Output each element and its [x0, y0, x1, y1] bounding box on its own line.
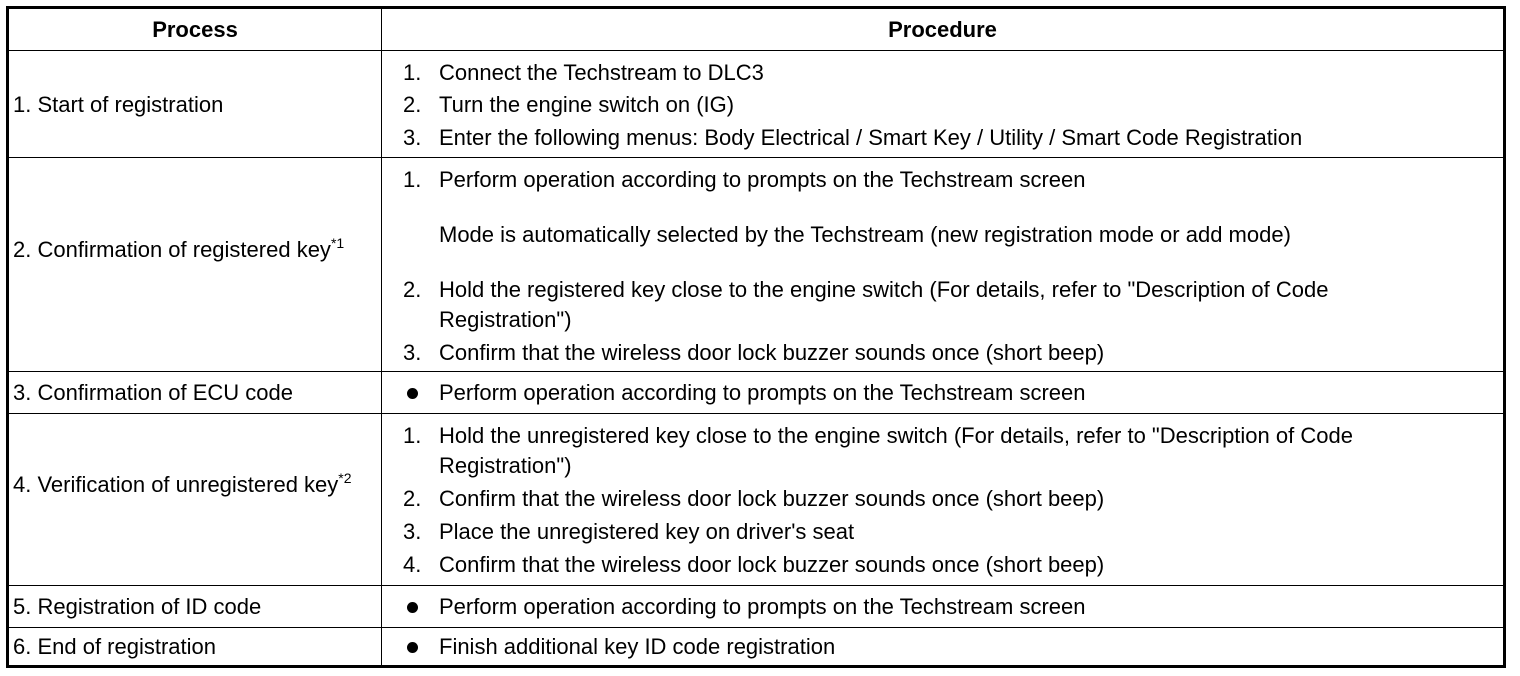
table-row: 3. Confirmation of ECU code Perform oper… — [9, 372, 1503, 414]
process-cell: 3. Confirmation of ECU code — [13, 380, 294, 405]
header-row: Process Procedure — [9, 9, 1503, 51]
table-row: 5. Registration of ID code Perform opera… — [9, 586, 1503, 628]
bullet-icon — [407, 388, 418, 399]
footnote-marker: *1 — [330, 235, 345, 251]
step-text-continued: Registration") — [439, 307, 572, 332]
column-divider — [381, 9, 382, 50]
step-number: 1. — [403, 167, 422, 192]
step-text: Finish additional key ID code registrati… — [439, 634, 836, 659]
header-process: Process — [152, 17, 238, 42]
bullet-icon — [407, 642, 418, 653]
step-note: Mode is automatically selected by the Te… — [439, 222, 1291, 247]
step-text: Hold the unregistered key close to the e… — [439, 423, 1353, 448]
step-text: Perform operation according to prompts o… — [439, 380, 1086, 405]
process-cell: 4. Verification of unregistered key*2 — [13, 470, 352, 497]
footnote-marker: *2 — [338, 470, 352, 486]
process-cell: 2. Confirmation of registered key*1 — [13, 235, 345, 262]
step-text: Turn the engine switch on (IG) — [439, 92, 735, 117]
procedure-table: Process Procedure 1. Start of registrati… — [6, 6, 1506, 668]
process-cell: 6. End of registration — [13, 634, 217, 659]
step-number: 3. — [403, 125, 422, 150]
step-text: Connect the Techstream to DLC3 — [439, 60, 764, 85]
step-number: 1. — [403, 60, 422, 85]
step-text: Confirm that the wireless door lock buzz… — [439, 486, 1105, 511]
step-number: 3. — [403, 519, 422, 544]
column-divider — [381, 51, 382, 157]
bullet-icon — [407, 602, 418, 613]
step-number: 3. — [403, 340, 422, 365]
column-divider — [381, 628, 382, 665]
process-cell: 5. Registration of ID code — [13, 594, 262, 619]
step-number: 2. — [403, 486, 422, 511]
process-cell: 1. Start of registration — [13, 92, 224, 117]
step-number: 2. — [403, 92, 422, 117]
step-number: 4. — [403, 552, 422, 577]
step-text-continued: Registration") — [439, 453, 572, 478]
step-text: Perform operation according to prompts o… — [439, 167, 1086, 192]
step-number: 2. — [403, 277, 422, 302]
column-divider — [381, 586, 382, 627]
table-row: 4. Verification of unregistered key*2 1.… — [9, 414, 1503, 586]
step-text: Perform operation according to prompts o… — [439, 594, 1086, 619]
table-row: 2. Confirmation of registered key*1 1. Pe… — [9, 158, 1503, 372]
step-text: Hold the registered key close to the eng… — [439, 277, 1329, 302]
step-number: 1. — [403, 423, 422, 448]
column-divider — [381, 372, 382, 413]
column-divider — [381, 414, 382, 585]
table-row: 1. Start of registration 1. Connect the T… — [9, 51, 1503, 158]
step-text: Confirm that the wireless door lock buzz… — [439, 340, 1105, 365]
step-text: Place the unregistered key on driver's s… — [439, 519, 855, 544]
step-text: Confirm that the wireless door lock buzz… — [439, 552, 1105, 577]
step-text: Enter the following menus: Body Electric… — [439, 125, 1303, 150]
header-procedure: Procedure — [888, 17, 997, 42]
table-row: 6. End of registration Finish additional… — [9, 628, 1503, 665]
column-divider — [381, 158, 382, 371]
